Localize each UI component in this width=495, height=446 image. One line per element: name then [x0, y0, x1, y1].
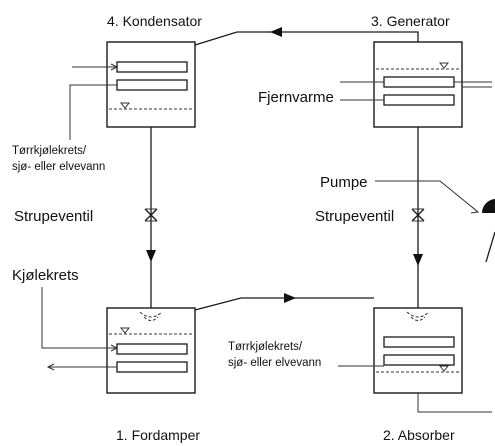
label-pumpe: Pumpe [320, 174, 368, 191]
fjernvarme-circuit [340, 81, 492, 101]
absorber-spray [406, 311, 430, 321]
label-strupeventil-right: Strupeventil [315, 208, 394, 225]
fordamper-unit [106, 307, 196, 394]
generator-level-marker [438, 62, 450, 69]
flow-arrow-bottom [284, 293, 296, 303]
throttle-valve-left [144, 208, 158, 222]
kondensator-unit [106, 41, 196, 128]
label-fjernvarme: Fjernvarme [258, 89, 334, 106]
kondensator-cooling-circuit [69, 63, 119, 140]
generator-coil-lower [383, 94, 455, 106]
generator-coil-upper [383, 76, 455, 88]
pump-icon [481, 199, 495, 213]
label-kjolekrets: Kjølekrets [12, 267, 79, 284]
fordamper-coil-lower [116, 361, 188, 373]
kondensator-coil-upper [116, 61, 188, 73]
flow-arrow-left [146, 250, 156, 262]
absorber-coil-lower [383, 354, 455, 366]
fordamper-spray [139, 311, 163, 321]
line-fordamper-to-absorber [194, 293, 374, 311]
absorber-cooling-circuit [338, 365, 492, 413]
kondensator-coil-lower [116, 79, 188, 91]
fordamper-level-marker [119, 327, 131, 334]
throttle-valve-right [411, 208, 425, 222]
generator-unit [373, 41, 463, 128]
line-generator-to-kondensator [194, 27, 419, 46]
label-strupeventil-left: Strupeventil [14, 208, 93, 225]
kondensator-level-marker [119, 102, 131, 109]
absorber-box [373, 307, 463, 394]
label-torrkjolekrets-bottom-1: Tørrkjølekrets/ [228, 341, 303, 353]
absorber-unit [373, 307, 463, 394]
line-generator-to-absorber [413, 127, 423, 308]
fordamper-coil-upper [116, 343, 188, 355]
label-absorber: 2. Absorber [383, 427, 455, 443]
kjolekrets-circuit [41, 287, 119, 371]
label-kondensator: 4. Kondensator [107, 13, 202, 29]
line-kondensator-to-fordamper [146, 127, 156, 308]
pump-symbol [375, 180, 495, 263]
absorber-level-marker [438, 365, 450, 372]
label-fordamper: 1. Fordamper [116, 427, 200, 443]
absorber-coil-upper [383, 336, 455, 348]
flow-arrow-right [413, 254, 423, 266]
flow-arrow-top [270, 27, 282, 37]
label-torrkjolekrets-bottom-2: sjø- eller elvevann [228, 357, 321, 369]
label-torrkjolekrets-top-2: sjø- eller elvevann [12, 161, 105, 173]
label-torrkjolekrets-top-1: Tørrkjølekrets/ [12, 145, 87, 157]
label-generator: 3. Generator [371, 13, 450, 29]
